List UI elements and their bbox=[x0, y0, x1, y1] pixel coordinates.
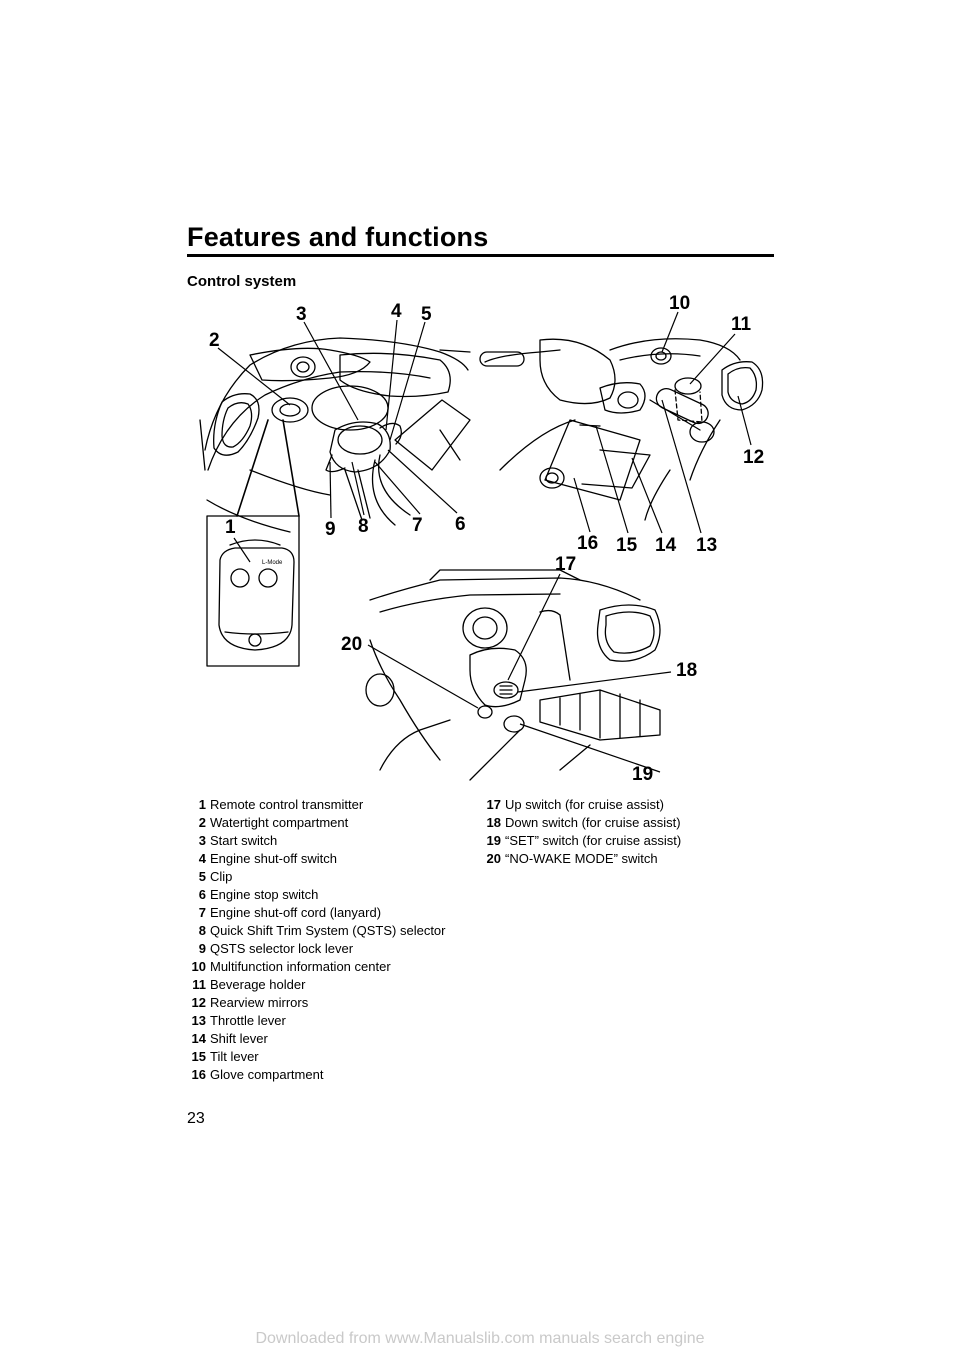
footer-watermark: Downloaded from www.Manualslib.com manua… bbox=[255, 1330, 705, 1347]
callout-10: 10 bbox=[669, 293, 690, 314]
callout-18: 18 bbox=[676, 660, 697, 681]
legend-item: 20“NO-WAKE MODE” switch bbox=[486, 851, 658, 866]
left-handlebar-drawing bbox=[199, 337, 471, 533]
page-title: Features and functions bbox=[187, 222, 489, 252]
callout-6: 6 bbox=[455, 514, 466, 535]
callout-7: 7 bbox=[412, 515, 423, 536]
remote-transmitter-inset bbox=[206, 419, 300, 667]
section-heading: Control system bbox=[187, 273, 297, 290]
callout-15: 15 bbox=[616, 535, 638, 556]
callout-16: 16 bbox=[577, 533, 598, 554]
right-handlebar-drawing bbox=[479, 338, 764, 521]
title-divider bbox=[187, 254, 774, 257]
callout-8: 8 bbox=[358, 516, 369, 537]
callout-20: 20 bbox=[341, 634, 362, 655]
legend-item: 19“SET” switch (for cruise assist) bbox=[486, 833, 682, 848]
callout-17: 17 bbox=[555, 554, 576, 575]
callout-13: 13 bbox=[696, 535, 717, 556]
callout-11: 11 bbox=[731, 314, 752, 335]
callout-3: 3 bbox=[296, 304, 307, 325]
callout-12: 12 bbox=[743, 447, 764, 468]
callout-4: 4 bbox=[391, 301, 402, 322]
callout-14: 14 bbox=[655, 535, 677, 556]
control-system-illustration: L-Mode 1 2 3 4 5 6 7 8 9 10 11 12 13 14 … bbox=[199, 293, 764, 785]
callout-5: 5 bbox=[421, 304, 432, 325]
remote-mode-label: L-Mode bbox=[262, 560, 283, 566]
callout-9: 9 bbox=[325, 519, 336, 540]
callout-1: 1 bbox=[225, 517, 236, 538]
lower-handlebar-drawing bbox=[365, 569, 661, 781]
callout-2: 2 bbox=[209, 330, 220, 351]
page-number: 23 bbox=[187, 1110, 205, 1127]
callout-19: 19 bbox=[632, 764, 653, 785]
